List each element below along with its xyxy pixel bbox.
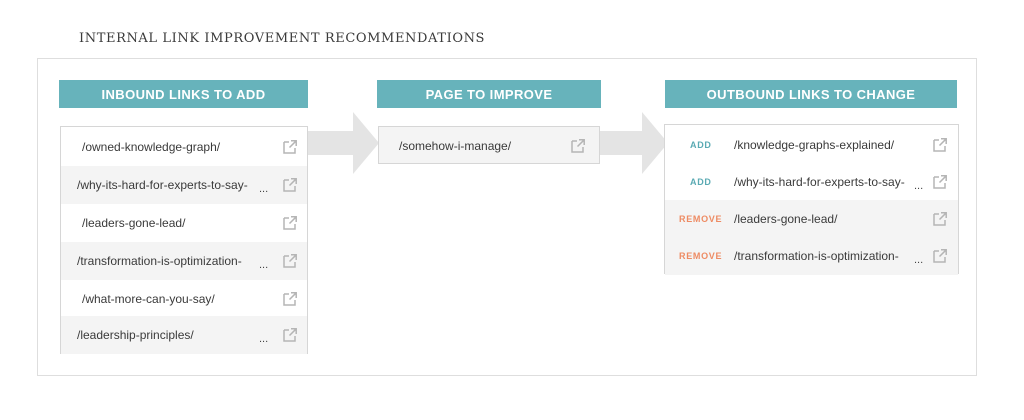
action-badge-add: ADD: [690, 177, 712, 187]
page-link-item[interactable]: /somehow-i-manage/: [379, 127, 599, 165]
link-path[interactable]: /why-its-hard-for-experts-to-say-: [77, 178, 248, 192]
link-path[interactable]: /leaders-gone-lead/: [82, 216, 186, 230]
link-path[interactable]: /why-its-hard-for-experts-to-say-: [734, 175, 905, 189]
truncation-ellipsis: ...: [259, 259, 269, 271]
link-path[interactable]: /leadership-principles/: [77, 328, 194, 342]
outbound-link-item[interactable]: REMOVE /transformation-is-optimization- …: [665, 237, 958, 275]
inbound-links-panel: /owned-knowledge-graph/ /why-its-hard-fo…: [60, 126, 308, 354]
external-link-icon[interactable]: [282, 291, 298, 307]
external-link-icon[interactable]: [282, 139, 298, 155]
inbound-link-item[interactable]: /what-more-can-you-say/: [61, 280, 307, 318]
inbound-header: INBOUND LINKS TO ADD: [59, 80, 308, 108]
recommendations-frame: [37, 58, 977, 376]
arrow-right-icon: [600, 112, 668, 174]
action-badge-remove: REMOVE: [679, 214, 723, 224]
external-link-icon[interactable]: [932, 174, 948, 190]
link-path[interactable]: /knowledge-graphs-explained/: [734, 138, 895, 152]
link-path[interactable]: /owned-knowledge-graph/: [82, 140, 221, 154]
link-path[interactable]: /transformation-is-optimization-: [734, 249, 899, 263]
link-path[interactable]: /transformation-is-optimization-: [77, 254, 242, 268]
page-header: PAGE TO IMPROVE: [377, 80, 601, 108]
outbound-link-item[interactable]: ADD /knowledge-graphs-explained/: [665, 126, 958, 164]
truncation-ellipsis: ...: [259, 333, 269, 345]
outbound-header: OUTBOUND LINKS TO CHANGE: [665, 80, 957, 108]
outbound-links-panel: ADD /knowledge-graphs-explained/ ADD /wh…: [664, 124, 959, 275]
outbound-link-item[interactable]: REMOVE /leaders-gone-lead/: [665, 200, 958, 238]
inbound-link-item[interactable]: /why-its-hard-for-experts-to-say- ...: [61, 166, 307, 204]
link-path[interactable]: /what-more-can-you-say/: [82, 292, 215, 306]
link-path[interactable]: /leaders-gone-lead/: [734, 212, 838, 226]
arrow-right-icon: [307, 112, 379, 174]
external-link-icon[interactable]: [932, 137, 948, 153]
external-link-icon[interactable]: [932, 211, 948, 227]
external-link-icon[interactable]: [570, 138, 586, 154]
external-link-icon[interactable]: [282, 253, 298, 269]
action-badge-add: ADD: [690, 140, 712, 150]
truncation-ellipsis: ...: [914, 180, 924, 192]
external-link-icon[interactable]: [282, 327, 298, 343]
truncation-ellipsis: ...: [914, 254, 924, 266]
external-link-icon[interactable]: [282, 215, 298, 231]
link-path[interactable]: /somehow-i-manage/: [399, 139, 512, 153]
external-link-icon[interactable]: [932, 248, 948, 264]
external-link-icon[interactable]: [282, 177, 298, 193]
inbound-link-item[interactable]: /transformation-is-optimization- ...: [61, 242, 307, 280]
inbound-link-item[interactable]: /leadership-principles/ ...: [61, 316, 307, 354]
inbound-link-item[interactable]: /owned-knowledge-graph/: [61, 128, 307, 166]
page-title: INTERNAL LINK IMPROVEMENT RECOMMENDATION…: [79, 31, 486, 46]
page-to-improve-panel: /somehow-i-manage/: [378, 126, 600, 164]
action-badge-remove: REMOVE: [679, 251, 723, 261]
truncation-ellipsis: ...: [259, 183, 269, 195]
inbound-link-item[interactable]: /leaders-gone-lead/: [61, 204, 307, 242]
outbound-link-item[interactable]: ADD /why-its-hard-for-experts-to-say- ..…: [665, 163, 958, 201]
